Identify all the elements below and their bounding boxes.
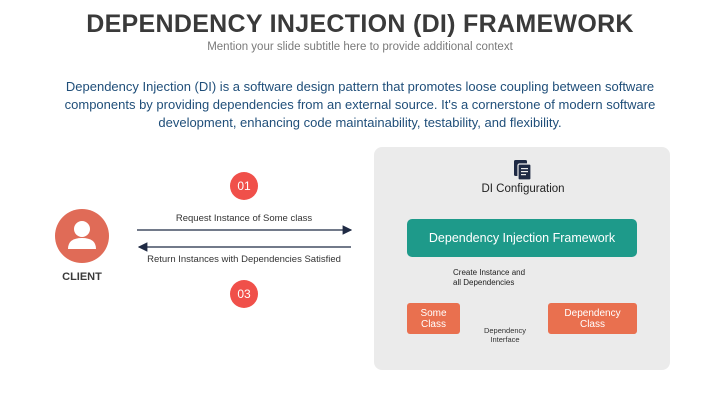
return-label: Return Instances with Dependencies Satis… xyxy=(147,254,341,265)
client-avatar xyxy=(55,209,109,263)
di-framework-box: Dependency Injection Framework xyxy=(407,219,637,257)
document-copy-icon xyxy=(514,160,532,181)
di-configuration-label: DI Configuration xyxy=(481,183,565,195)
dependency-interface-label: Dependency Interface xyxy=(470,326,540,344)
step-badge-03: 03 xyxy=(230,280,258,308)
request-label: Request Instance of Some class xyxy=(175,213,313,224)
some-class-box: Some Class xyxy=(407,303,460,334)
interface-line1: Dependency xyxy=(483,326,527,335)
some-class-line2: Class xyxy=(420,318,446,330)
create-label-line2: all Dependencies xyxy=(453,278,515,287)
some-class-line1: Some xyxy=(420,307,447,319)
interface-line2: Interface xyxy=(490,335,520,344)
dependency-class-box: Dependency Class xyxy=(548,303,637,334)
page-subtitle: Mention your slide subtitle here to prov… xyxy=(207,41,513,53)
page-title: DEPENDENCY INJECTION (DI) FRAMEWORK xyxy=(86,10,634,38)
intro-paragraph: Dependency Injection (DI) is a software … xyxy=(64,79,656,130)
di-framework-label: Dependency Injection Framework xyxy=(428,231,616,245)
create-label-line1: Create Instance and xyxy=(453,268,526,277)
dependency-class-line2: Class xyxy=(579,318,605,330)
dependency-class-line1: Dependency xyxy=(564,307,621,319)
create-instance-label: Create Instance and all Dependencies xyxy=(453,268,563,288)
step-badge-01: 01 xyxy=(230,172,258,200)
client-label: CLIENT xyxy=(62,271,102,283)
user-icon xyxy=(68,221,96,249)
